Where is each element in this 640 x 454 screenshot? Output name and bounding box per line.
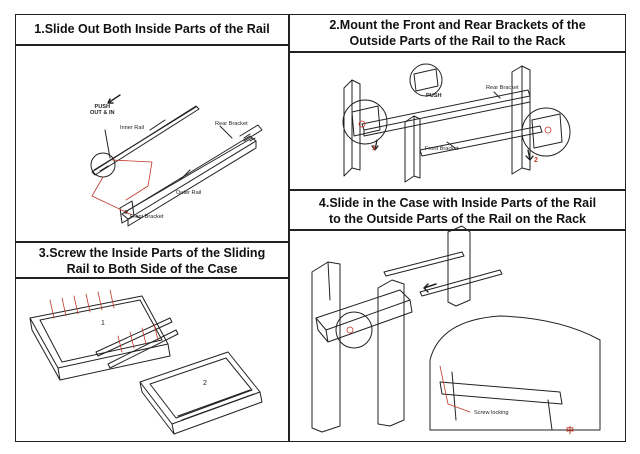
label-push: PUSH xyxy=(426,93,442,99)
watermark-glyph: 中 xyxy=(566,426,574,435)
step-3-title: 3.Screw the Inside Parts of the Sliding … xyxy=(38,246,266,276)
step-3-panel: 3.Screw the Inside Parts of the Sliding … xyxy=(15,242,289,442)
step-3-screw-guides xyxy=(49,289,159,353)
step-4-panel: 4.Slide in the Case with Inside Parts of… xyxy=(289,190,626,442)
svg-text:1: 1 xyxy=(372,145,376,152)
label-rear-bracket: Rear Bracket xyxy=(215,121,248,127)
svg-text:2: 2 xyxy=(534,157,538,164)
step-4-title: 4.Slide in the Case with Inside Parts of… xyxy=(318,196,597,226)
label-front-bracket-2: Front Bracket xyxy=(425,146,459,152)
step-2-numbers: 1 2 xyxy=(372,145,538,164)
label-outer-rail: Outer Rail xyxy=(176,190,202,196)
step-4-screw-guide xyxy=(346,326,471,413)
label-inner-rail: Inner Rail xyxy=(120,125,144,131)
step-2-rack-drawing xyxy=(342,63,571,183)
label-push-out-in: PUSH OUT & IN xyxy=(90,104,115,116)
label-rear-bracket-2: Rear Bracket xyxy=(486,85,519,91)
step-4-divider xyxy=(290,229,625,231)
step-1-panel: 1.Slide Out Both Inside Parts of the Rai… xyxy=(15,14,289,242)
step-2-title: 2.Mount the Front and Rear Brackets of t… xyxy=(329,18,586,48)
label-front-bracket: Front Bracket xyxy=(130,214,164,220)
step-1-title: 1.Slide Out Both Inside Parts of the Rai… xyxy=(34,22,270,36)
step-2-panel: 2.Mount the Front and Rear Brackets of t… xyxy=(289,14,626,190)
step-3-case-drawing xyxy=(29,295,263,435)
step-2-divider xyxy=(290,51,625,53)
step-3-divider xyxy=(16,277,288,279)
label-case-2: 2 xyxy=(203,380,207,387)
label-case-1: 1 xyxy=(101,320,105,327)
step-4-install-drawing xyxy=(311,225,601,433)
step-1-divider xyxy=(16,44,288,46)
step-2-highlights xyxy=(358,120,552,134)
step-1-rail-drawing xyxy=(90,94,263,227)
label-screw-locking: Screw locking xyxy=(474,410,509,416)
step-1-guide-lines xyxy=(91,159,153,216)
